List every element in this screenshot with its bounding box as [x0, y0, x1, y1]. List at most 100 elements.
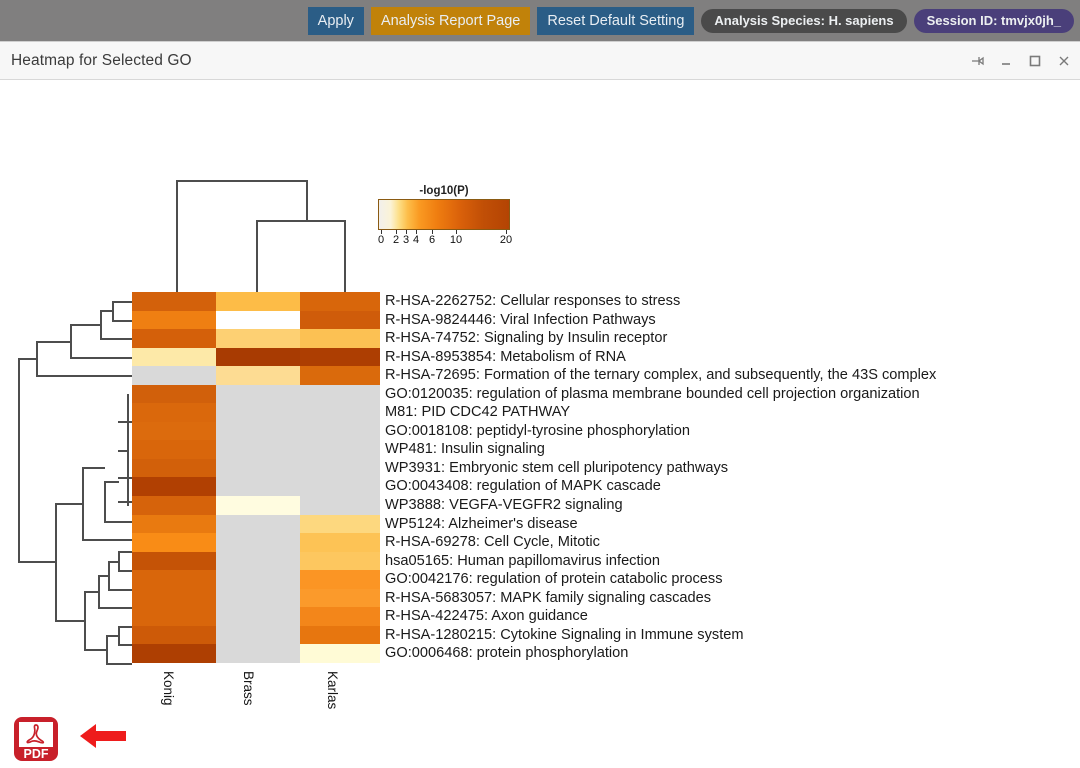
analysis-species-badge: Analysis Species: H. sapiens — [701, 8, 907, 33]
heatmap-cell[interactable] — [132, 588, 216, 608]
heatmap-cell[interactable] — [216, 496, 300, 515]
heatmap-row — [132, 570, 380, 589]
page-title: Heatmap for Selected GO — [11, 51, 192, 69]
heatmap-cell[interactable] — [132, 292, 216, 311]
heatmap-cell[interactable] — [216, 384, 300, 404]
heatmap-row — [132, 533, 380, 552]
apply-button[interactable]: Apply — [307, 6, 364, 35]
colorbar-tick-label: 20 — [499, 234, 513, 246]
heatmap-cell[interactable] — [300, 644, 380, 663]
heatmap-cell[interactable] — [216, 477, 300, 497]
heatmap-cell[interactable] — [216, 292, 300, 311]
heatmap-cell[interactable] — [216, 366, 300, 385]
heatmap-cell[interactable] — [300, 570, 380, 589]
minimize-icon[interactable] — [998, 53, 1014, 69]
heatmap-cell[interactable] — [132, 440, 216, 459]
heatmap-cell[interactable] — [132, 644, 216, 663]
heatmap-row — [132, 458, 380, 478]
heatmap-cell[interactable] — [132, 329, 216, 348]
heatmap-cell[interactable] — [300, 329, 380, 348]
pointer-arrow-icon — [66, 721, 126, 751]
heatmap-cell[interactable] — [132, 533, 216, 552]
heatmap-cell[interactable] — [216, 347, 300, 367]
heatmap-cell[interactable] — [300, 403, 380, 422]
pdf-export-button[interactable]: PDF — [12, 715, 60, 763]
colorbar-tick-label: 6 — [428, 234, 436, 246]
heatmap-cell[interactable] — [132, 477, 216, 497]
heatmap-cell[interactable] — [132, 551, 216, 571]
heatmap-cell[interactable] — [132, 384, 216, 404]
heatmap-row — [132, 496, 380, 515]
heatmap-cell[interactable] — [300, 292, 380, 311]
close-icon[interactable] — [1056, 53, 1072, 69]
heatmap-row-label: GO:0042176: regulation of protein catabo… — [385, 571, 723, 588]
heatmap-cell[interactable] — [300, 477, 380, 497]
heatmap-cell[interactable] — [216, 403, 300, 422]
heatmap-cell[interactable] — [216, 533, 300, 552]
heatmap-cell[interactable] — [300, 625, 380, 645]
heatmap-cell[interactable] — [216, 625, 300, 645]
colorbar-tick — [381, 230, 382, 234]
heatmap-grid[interactable] — [132, 292, 380, 663]
heatmap-cell[interactable] — [216, 421, 300, 441]
heatmap-row-label: R-HSA-74752: Signaling by Insulin recept… — [385, 330, 668, 347]
heatmap-cell[interactable] — [300, 496, 380, 515]
heatmap-cell[interactable] — [132, 570, 216, 589]
heatmap-row — [132, 551, 380, 571]
heatmap-cell[interactable] — [300, 514, 380, 534]
heatmap-row-label: WP5124: Alzheimer's disease — [385, 515, 578, 532]
heatmap-cell[interactable] — [216, 551, 300, 571]
analysis-report-page-button[interactable]: Analysis Report Page — [370, 6, 531, 35]
heatmap-cell[interactable] — [300, 458, 380, 478]
maximize-icon[interactable] — [1027, 53, 1043, 69]
heatmap-cell[interactable] — [132, 496, 216, 515]
heatmap-cell[interactable] — [300, 533, 380, 552]
heatmap-cell[interactable] — [132, 366, 216, 385]
heatmap-cell[interactable] — [132, 421, 216, 441]
pin-icon[interactable] — [969, 53, 985, 69]
colorbar-tick — [456, 230, 457, 234]
heatmap-cell[interactable] — [132, 403, 216, 422]
heatmap-cell[interactable] — [132, 458, 216, 478]
heatmap-cell[interactable] — [300, 440, 380, 459]
heatmap-cell[interactable] — [216, 329, 300, 348]
heatmap-cell[interactable] — [216, 440, 300, 459]
heatmap-cell[interactable] — [216, 607, 300, 626]
reset-default-setting-button[interactable]: Reset Default Setting — [537, 6, 695, 35]
heatmap-row-label: R-HSA-69278: Cell Cycle, Mitotic — [385, 534, 600, 551]
window-controls — [969, 42, 1072, 80]
heatmap-row — [132, 384, 380, 404]
heatmap-cell[interactable] — [300, 607, 380, 626]
heatmap-cell[interactable] — [132, 607, 216, 626]
heatmap-row-label: hsa05165: Human papillomavirus infection — [385, 552, 661, 569]
heatmap-cell[interactable] — [300, 588, 380, 608]
heatmap-row — [132, 366, 380, 385]
heatmap-cell[interactable] — [300, 310, 380, 330]
heatmap-cell[interactable] — [300, 384, 380, 404]
heatmap-row — [132, 329, 380, 348]
heatmap-row-label: R-HSA-5683057: MAPK family signaling cas… — [385, 589, 712, 606]
colorbar-tick-label: 4 — [412, 234, 420, 246]
heatmap-row-label: R-HSA-422475: Axon guidance — [385, 608, 588, 625]
heatmap-row — [132, 514, 380, 534]
heatmap-cell[interactable] — [216, 458, 300, 478]
heatmap-cell[interactable] — [300, 366, 380, 385]
heatmap-cell[interactable] — [216, 588, 300, 608]
heatmap-row — [132, 644, 380, 663]
heatmap-row-label: GO:0006468: protein phosphorylation — [385, 645, 629, 662]
heatmap-cell[interactable] — [216, 644, 300, 663]
heatmap-cell[interactable] — [216, 514, 300, 534]
heatmap-cell[interactable] — [300, 347, 380, 367]
heatmap-cell[interactable] — [132, 514, 216, 534]
heatmap-cell[interactable] — [300, 421, 380, 441]
heatmap-cell[interactable] — [300, 551, 380, 571]
heatmap-row-label: GO:0043408: regulation of MAPK cascade — [385, 478, 661, 495]
heatmap-cell[interactable] — [132, 625, 216, 645]
heatmap-cell[interactable] — [132, 347, 216, 367]
heatmap-cell[interactable] — [216, 570, 300, 589]
heatmap-cell[interactable] — [216, 311, 300, 330]
heatmap-cell[interactable] — [132, 310, 216, 330]
